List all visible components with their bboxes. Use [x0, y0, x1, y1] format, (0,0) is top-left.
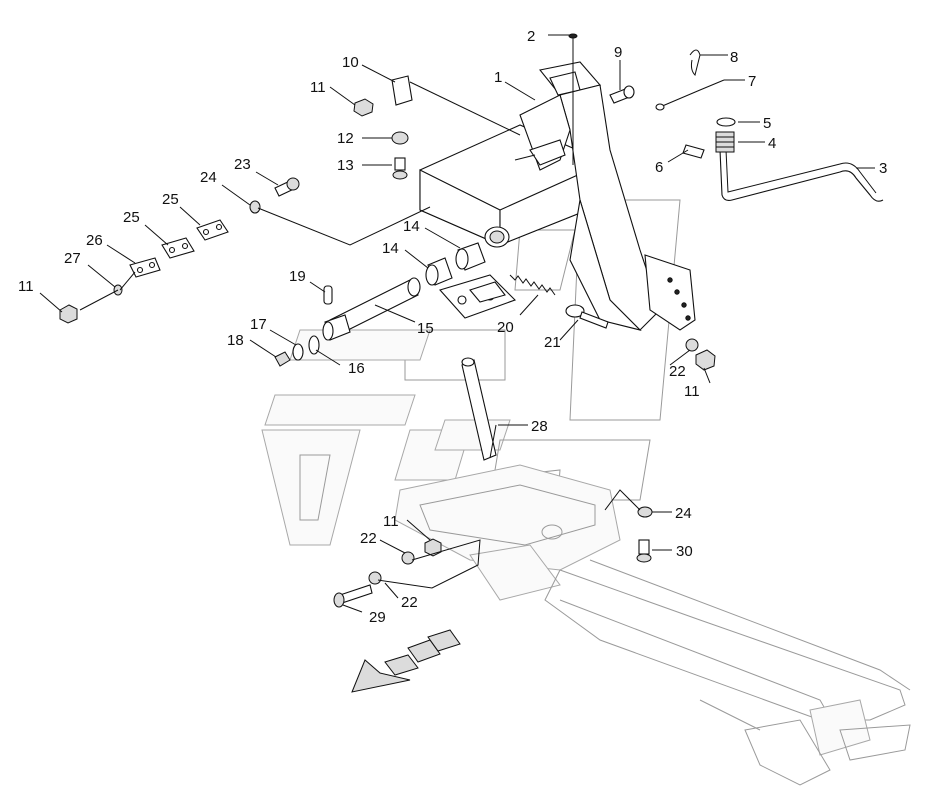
- callout-7: 7: [748, 73, 756, 90]
- callout-labels: 2 9 8 7 10 1 11 12 5 4 6 3 13 23 24 25 2…: [18, 28, 887, 626]
- callout-20: 20: [497, 319, 514, 336]
- callout-18: 18: [227, 332, 244, 349]
- background-frame-ghost: [261, 199, 681, 546]
- callout-27: 27: [64, 250, 81, 267]
- link-bar-part: [461, 357, 497, 461]
- callout-19: 19: [289, 268, 306, 285]
- pin-19-part: [323, 285, 333, 305]
- callout-6: 6: [655, 159, 663, 176]
- washer-22-right-part: [685, 338, 699, 352]
- callout-22: 22: [401, 594, 418, 611]
- callout-28: 28: [531, 418, 548, 435]
- callout-26: 26: [86, 232, 103, 249]
- callout-22: 22: [669, 363, 686, 380]
- callout-15: 15: [417, 320, 434, 337]
- washer-12-part: [391, 131, 409, 145]
- eye-bolt-part: [565, 304, 609, 329]
- callout-29: 29: [369, 609, 386, 626]
- callout-10: 10: [342, 54, 359, 71]
- bolt-23-part: [274, 177, 300, 197]
- nut-11-left-part: [59, 304, 78, 324]
- callout-17: 17: [250, 316, 267, 333]
- callout-25: 25: [123, 209, 140, 226]
- mounting-plate-part: [439, 274, 517, 319]
- bolt-29-part: [333, 584, 373, 608]
- callout-14: 14: [403, 218, 420, 235]
- nut-11-bottom-part: [424, 538, 442, 557]
- callout-24: 24: [675, 505, 692, 522]
- plate-25-part: [161, 219, 229, 259]
- clip-pin-part: [689, 49, 701, 76]
- chassis-ghost: [394, 464, 911, 786]
- direction-arrow-icon: [351, 629, 461, 693]
- washer-5-part: [716, 117, 736, 127]
- callout-11: 11: [383, 513, 399, 530]
- bolt-9-part: [609, 85, 635, 104]
- callout-3: 3: [879, 160, 887, 177]
- spring-4-part: [715, 131, 735, 153]
- callout-22: 22: [360, 530, 377, 547]
- callout-11: 11: [684, 383, 700, 400]
- nut-11-right-part: [695, 349, 716, 371]
- pivot-shaft-part: [322, 277, 421, 341]
- callout-13: 13: [337, 157, 354, 174]
- bracket-10-part: [391, 75, 413, 106]
- callout-9: 9: [614, 44, 622, 61]
- lever-rod-part: [719, 149, 884, 202]
- callout-11: 11: [310, 79, 326, 96]
- spring-part: [509, 274, 556, 296]
- callout-24: 24: [200, 169, 217, 186]
- callout-5: 5: [763, 115, 771, 132]
- washer-24-bottom-part: [637, 506, 653, 518]
- pin-2-part: [568, 33, 578, 39]
- main-frame-part: [419, 61, 696, 332]
- callout-25: 25: [162, 191, 179, 208]
- rings-part: [292, 335, 320, 361]
- callout-21: 21: [544, 334, 561, 351]
- leader-lines: [39, 34, 875, 613]
- callout-2: 2: [527, 28, 535, 45]
- callout-23: 23: [234, 156, 251, 173]
- callout-30: 30: [676, 543, 693, 560]
- pin-6-part: [682, 144, 705, 159]
- callout-16: 16: [348, 360, 365, 377]
- callout-14: 14: [382, 240, 399, 257]
- bolt-30-part: [636, 539, 652, 563]
- callout-12: 12: [337, 130, 354, 147]
- cotter-pin-part: [655, 79, 725, 111]
- bushings-part: [425, 242, 486, 286]
- callout-4: 4: [768, 135, 776, 152]
- washer-24-top-part: [249, 200, 261, 214]
- callout-1: 1: [494, 69, 502, 86]
- plate-26-part: [129, 257, 161, 278]
- callout-11: 11: [18, 278, 34, 295]
- plug-18-part: [274, 351, 291, 367]
- bolt-13-part: [392, 157, 408, 180]
- callout-8: 8: [730, 49, 738, 66]
- washer-22-bottom-part: [368, 551, 415, 585]
- nut-11-top-part: [353, 98, 374, 117]
